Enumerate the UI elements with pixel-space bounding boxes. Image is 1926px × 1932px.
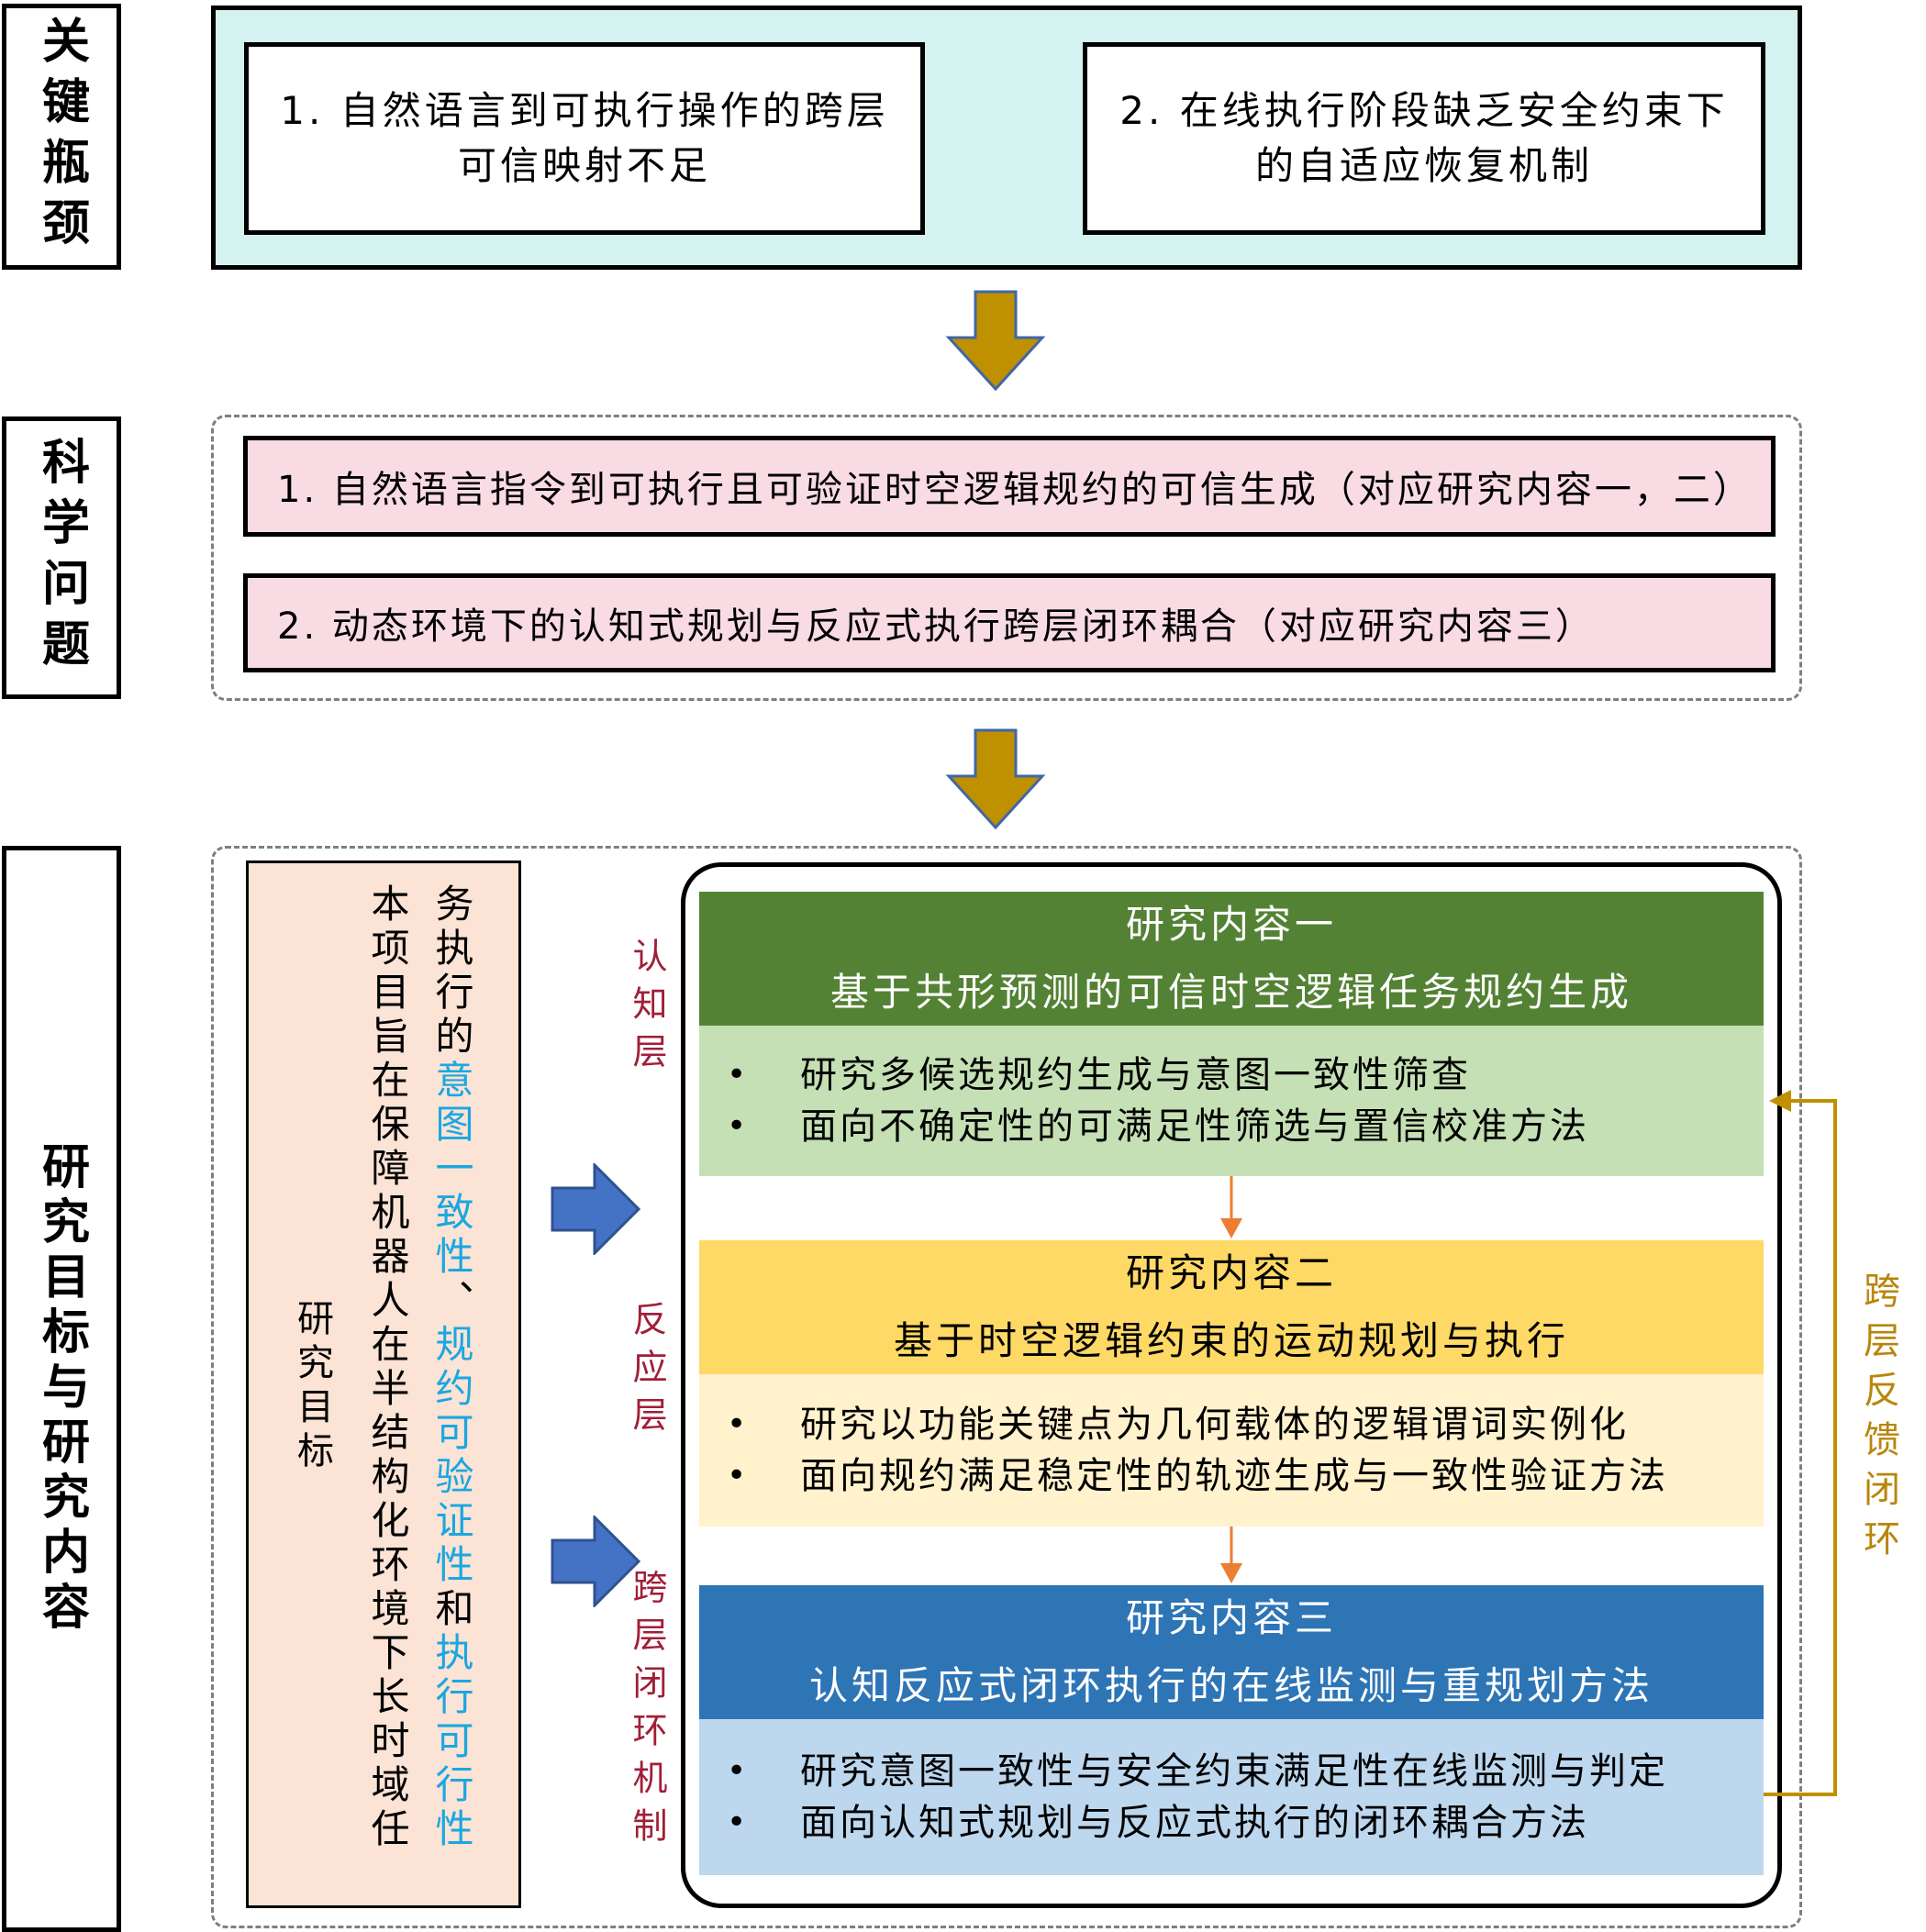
bottleneck-box-1: 1. 自然语言到可执行操作的跨层 可信映射不足 [244, 42, 925, 235]
research-content-2-subtitle: 基于时空逻辑约束的运动规划与执行 [893, 1318, 1569, 1363]
bullet-dot-icon: • [727, 1752, 750, 1790]
research-content-2-title: 研究内容二 [1125, 1250, 1337, 1295]
bullet-dot-icon: • [727, 1107, 750, 1145]
research-goal-text-col1: 本项目旨在保障机器人在半结构化环境下长时域任 [365, 883, 410, 1852]
science-question-2: 2. 动态环境下的认知式规划与反应式执行跨层闭环耦合（对应研究内容三） [243, 573, 1776, 672]
list-item: • 研究多候选规约生成与意图一致性筛查 [727, 1049, 1764, 1101]
layer-label-cognitive: 认知层 [627, 938, 667, 1081]
down-arrow-1 [945, 290, 1046, 392]
bottleneck-2-line2: 的自适应恢复机制 [1254, 143, 1593, 188]
bullet-dot-icon: • [727, 1405, 750, 1443]
research-content-1-body: • 研究多候选规约生成与意图一致性筛查 • 面向不确定性的可满足性筛选与置信校准… [699, 1026, 1764, 1176]
science-question-1: 1. 自然语言指令到可执行且可验证时空逻辑规约的可信生成（对应研究内容一，二） [243, 436, 1776, 537]
goal-highlight-verifiable: 规约可验证性 [429, 1324, 474, 1588]
orange-connector-arrow-2 [1220, 1527, 1242, 1583]
list-item: • 面向认知式规划与反应式执行的闭环耦合方法 [727, 1797, 1764, 1849]
research-content-3-subtitle: 认知反应式闭环执行的在线监测与重规划方法 [808, 1663, 1653, 1708]
bottleneck-2-line1: 2. 在线执行阶段缺乏安全约束下 [1119, 88, 1729, 133]
goal-highlight-intent: 意图一致性 [429, 1060, 474, 1280]
section-label-content: 研究目标与研究内容 [2, 846, 121, 1932]
bullet-dot-icon: • [727, 1457, 750, 1494]
research-content-1-subtitle: 基于共形预测的可信时空逻辑任务规约生成 [829, 970, 1632, 1015]
section-label-bottleneck: 关键瓶颈 [2, 4, 121, 270]
content-container [211, 846, 1802, 1928]
research-content-1-bullet-1: 研究多候选规约生成与意图一致性筛查 [800, 1054, 1471, 1096]
research-goal-box: 研究目标 务执行的意图一致性、规约可验证性和执行可行性 本项目旨在保障机器人在半… [246, 861, 521, 1908]
science-container [211, 415, 1802, 701]
research-content-2-body: • 研究以功能关键点为几何载体的逻辑谓词实例化 • 面向规约满足稳定性的轨迹生成… [699, 1374, 1764, 1527]
research-goal-text-col2: 务执行的意图一致性、规约可验证性和执行可行性 [423, 883, 480, 1852]
goal-text-col2-part: 务执行的 [429, 883, 474, 1060]
research-content-1-title: 研究内容一 [1125, 902, 1337, 947]
list-item: • 研究意图一致性与安全约束满足性在线监测与判定 [727, 1746, 1764, 1797]
feedback-loop-arrow [1764, 1090, 1837, 1796]
orange-connector-arrow-1 [1220, 1176, 1242, 1238]
research-goal-label: 研究目标 [291, 1299, 333, 1475]
research-content-2-bullet-2: 面向规约满足稳定性的轨迹生成与一致性验证方法 [800, 1455, 1668, 1497]
bottleneck-box-2: 2. 在线执行阶段缺乏安全约束下 的自适应恢复机制 [1083, 42, 1765, 235]
research-content-3-title: 研究内容三 [1125, 1595, 1337, 1640]
research-content-3-bullet-1: 研究意图一致性与安全约束满足性在线监测与判定 [800, 1750, 1668, 1793]
bullet-dot-icon: • [727, 1804, 750, 1841]
list-item: • 面向不确定性的可满足性筛选与置信校准方法 [727, 1101, 1764, 1152]
research-content-2-bullet-1: 研究以功能关键点为几何载体的逻辑谓词实例化 [800, 1404, 1629, 1446]
down-arrow-2 [945, 728, 1046, 830]
research-content-3-header: 研究内容三 认知反应式闭环执行的在线监测与重规划方法 [699, 1585, 1764, 1719]
layer-label-cross: 跨层闭环机制 [627, 1569, 667, 1855]
research-content-1-bullet-2: 面向不确定性的可满足性筛选与置信校准方法 [800, 1105, 1589, 1148]
goal-text-col2-part: 和 [429, 1588, 474, 1632]
section-label-science: 科学问题 [2, 416, 121, 699]
right-arrow-cross [551, 1516, 641, 1607]
feedback-loop-label: 跨层反馈闭环 [1857, 1271, 1899, 1569]
bottleneck-1-line2: 可信映射不足 [457, 143, 711, 188]
list-item: • 面向规约满足稳定性的轨迹生成与一致性验证方法 [727, 1450, 1764, 1502]
research-content-1-header: 研究内容一 基于共形预测的可信时空逻辑任务规约生成 [699, 892, 1764, 1026]
bullet-dot-icon: • [727, 1056, 750, 1094]
goal-highlight-feasible: 执行可行性 [429, 1632, 474, 1852]
right-arrow-cognitive [551, 1163, 641, 1255]
research-content-3-bullet-2: 面向认知式规划与反应式执行的闭环耦合方法 [800, 1802, 1589, 1844]
list-item: • 研究以功能关键点为几何载体的逻辑谓词实例化 [727, 1399, 1764, 1450]
goal-text-col2-part: 、 [429, 1280, 474, 1324]
research-content-3-body: • 研究意图一致性与安全约束满足性在线监测与判定 • 面向认知式规划与反应式执行… [699, 1719, 1764, 1875]
bottleneck-1-line1: 1. 自然语言到可执行操作的跨层 [280, 88, 889, 133]
research-content-2-header: 研究内容二 基于时空逻辑约束的运动规划与执行 [699, 1240, 1764, 1374]
layer-label-reactive: 反应层 [627, 1301, 667, 1444]
